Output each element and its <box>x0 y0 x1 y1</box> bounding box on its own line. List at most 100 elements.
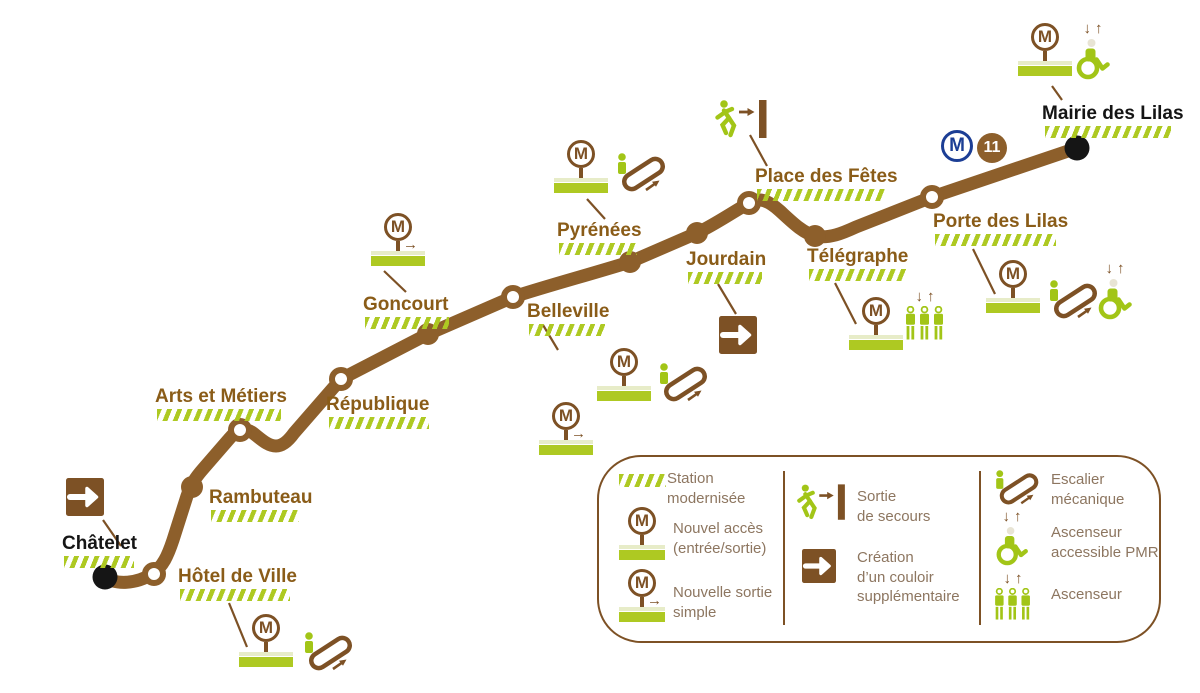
new-exit-icon: M → <box>371 213 425 266</box>
modernized-hatch-chatelet <box>64 556 134 568</box>
legend-label: Station modernisée <box>667 470 746 507</box>
escalator-icon <box>610 150 668 196</box>
up-arrow-glyph: ↑ <box>1117 260 1125 277</box>
modernized-hatch-jourdain <box>688 272 762 284</box>
accessible-elevator-icon: ↓↑ <box>994 509 1030 571</box>
metro-m-glyph: M <box>862 297 890 325</box>
metro-line-path <box>98 141 1084 589</box>
down-arrow-glyph: ↓ <box>1002 508 1011 525</box>
station-label-pyrenees: Pyrénées <box>557 220 642 241</box>
legend-box: Station modernisée M Nouvel accès (entré… <box>597 455 1161 643</box>
new-access-icon: M <box>239 614 293 667</box>
marker-jourdain <box>686 222 708 244</box>
marker-pyrenees <box>619 251 641 273</box>
escalator-icon <box>297 629 355 675</box>
up-arrow-glyph: ↑ <box>1015 570 1023 587</box>
marker-place-des-fetes <box>737 191 761 215</box>
modernized-hatch-goncourt <box>365 317 449 329</box>
station-label-porte-des-lilas: Porte des Lilas <box>933 211 1069 232</box>
modernized-station-legend-icon <box>619 474 666 487</box>
new-exit-icon: M → <box>619 569 665 622</box>
new-access-icon: M <box>597 348 651 401</box>
metro-m-glyph: M <box>384 213 412 241</box>
station-label-jourdain: Jourdain <box>686 249 767 270</box>
modernized-hatch-telegraphe <box>809 269 906 281</box>
station-label-telegraphe: Télégraphe <box>807 246 909 267</box>
new-access-icon: M <box>554 140 608 193</box>
escalator-icon <box>652 360 710 406</box>
marker-mairie-des-lilas <box>1064 135 1090 161</box>
emergency-exit-icon <box>796 483 850 523</box>
modernized-hatch-place-des-fetes <box>757 189 885 201</box>
legend-label: Création d’un couloir supplémentaire <box>857 549 960 605</box>
metro-m-glyph: M <box>628 507 656 535</box>
new-corridor-icon <box>66 478 104 516</box>
new-exit-icon: M → <box>539 402 593 455</box>
metro-m-glyph: M <box>567 140 595 168</box>
marker-rambuteau <box>181 476 203 498</box>
legend-label: Ascenseur accessible PMR <box>1051 524 1159 561</box>
new-access-icon: M <box>849 297 903 350</box>
legend-label: Escalier mécanique <box>1051 471 1125 508</box>
station-label-chatelet: Châtelet <box>62 533 137 554</box>
right-arrow-glyph: → <box>571 425 586 442</box>
marker-porte-des-lilas <box>920 185 944 209</box>
station-label-place-des-fetes: Place des Fêtes <box>755 166 898 187</box>
metro-logo: M <box>941 130 973 162</box>
down-arrow-glyph: ↓ <box>1105 260 1114 277</box>
new-access-icon: M <box>986 260 1040 313</box>
modernized-hatch-porte-des-lilas <box>935 234 1056 246</box>
marker-telegraphe <box>804 225 826 247</box>
metro-m-glyph: M <box>552 402 580 430</box>
metro-m-glyph: M <box>252 614 280 642</box>
elevator-icon: ↓↑ <box>994 571 1032 625</box>
legend-label: Nouvelle sortie simple <box>673 584 773 621</box>
line-11-badge: 11 <box>977 133 1007 163</box>
metro-m-glyph: M <box>628 569 656 597</box>
marker-belleville <box>501 285 525 309</box>
escalator-icon <box>1042 277 1100 323</box>
legend-divider <box>783 471 785 625</box>
up-arrow-glyph: ↑ <box>927 288 935 305</box>
metro-m-glyph: M <box>610 348 638 376</box>
modernized-hatch-rambuteau <box>211 510 299 522</box>
station-label-republique: République <box>326 394 430 415</box>
station-label-goncourt: Goncourt <box>363 294 449 315</box>
station-label-mairie-des-lilas: Mairie des Lilas <box>1042 103 1184 124</box>
station-label-belleville: Belleville <box>527 301 610 322</box>
up-arrow-glyph: ↑ <box>1014 508 1022 525</box>
down-arrow-glyph: ↓ <box>1083 20 1092 37</box>
new-corridor-icon <box>719 316 757 354</box>
escalator-icon <box>989 467 1041 509</box>
marker-republique <box>329 367 353 391</box>
modernized-hatch-pyrenees <box>559 243 637 255</box>
new-access-icon: M <box>1018 23 1072 76</box>
accessible-elevator-icon: ↓↑ <box>1096 261 1134 325</box>
up-arrow-glyph: ↑ <box>1095 20 1103 37</box>
modernized-hatch-hotel-de-ville <box>180 589 290 601</box>
new-corridor-icon <box>802 549 836 583</box>
down-arrow-glyph: ↓ <box>915 288 924 305</box>
station-label-hotel-de-ville: Hôtel de Ville <box>178 566 297 587</box>
modernized-hatch-belleville <box>529 324 605 336</box>
icon-connector-lines <box>102 85 1063 648</box>
marker-hotel-de-ville <box>142 562 166 586</box>
modernized-hatch-republique <box>329 417 429 429</box>
legend-divider <box>979 471 981 625</box>
legend-label: Nouvel accès (entrée/sortie) <box>673 520 767 557</box>
right-arrow-glyph: → <box>403 236 418 253</box>
modernized-hatch-mairie-des-lilas <box>1045 126 1171 138</box>
marker-arts-et-metiers <box>228 418 252 442</box>
new-access-icon: M <box>619 507 665 560</box>
legend-label: Ascenseur <box>1051 586 1122 603</box>
marker-chatelet <box>92 564 118 590</box>
elevator-icon: ↓↑ <box>905 289 945 345</box>
metro-m-glyph: M <box>1031 23 1059 51</box>
right-arrow-glyph: → <box>647 592 662 609</box>
station-label-rambuteau: Rambuteau <box>209 487 313 508</box>
legend-label: Sortie de secours <box>857 488 931 525</box>
modernized-hatch-arts-et-metiers <box>157 409 281 421</box>
down-arrow-glyph: ↓ <box>1003 570 1012 587</box>
